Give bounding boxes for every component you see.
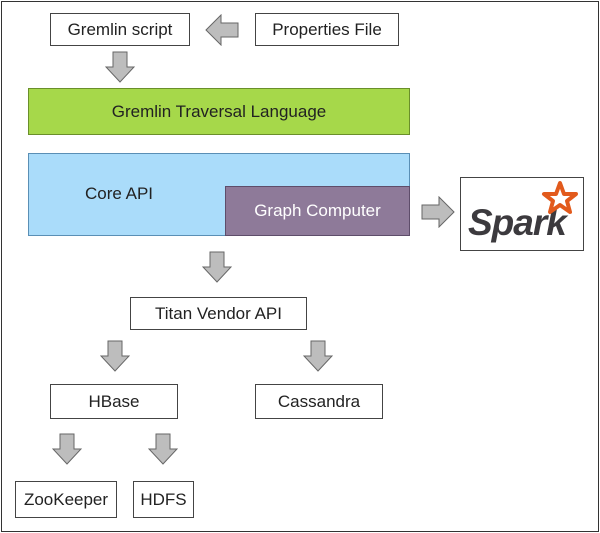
- cassandra-box: Cassandra: [255, 384, 383, 419]
- hbase-box: HBase: [50, 384, 178, 419]
- arrow-down-icon: [148, 433, 178, 465]
- arrow-down-icon: [52, 433, 82, 465]
- gremlin-script-box: Gremlin script: [50, 13, 190, 46]
- star-icon: [542, 181, 578, 214]
- gremlin-traversal-language-box: Gremlin Traversal Language: [28, 88, 410, 135]
- arrow-left-icon: [205, 14, 239, 46]
- properties-file-box: Properties File: [255, 13, 399, 46]
- titan-vendor-api-box: Titan Vendor API: [130, 297, 307, 330]
- graph-computer-box: Graph Computer: [225, 186, 410, 236]
- arrow-down-icon: [100, 340, 130, 372]
- arrow-down-icon: [303, 340, 333, 372]
- zookeeper-box: ZooKeeper: [15, 481, 117, 518]
- spark-logo: Spark: [468, 181, 578, 243]
- hdfs-box: HDFS: [133, 481, 194, 518]
- arrow-right-icon: [421, 196, 455, 228]
- arrow-down-icon: [105, 51, 135, 83]
- arrow-down-icon: [202, 251, 232, 283]
- core-api-label: Core API: [85, 184, 154, 203]
- spark-box: Spark: [460, 177, 584, 251]
